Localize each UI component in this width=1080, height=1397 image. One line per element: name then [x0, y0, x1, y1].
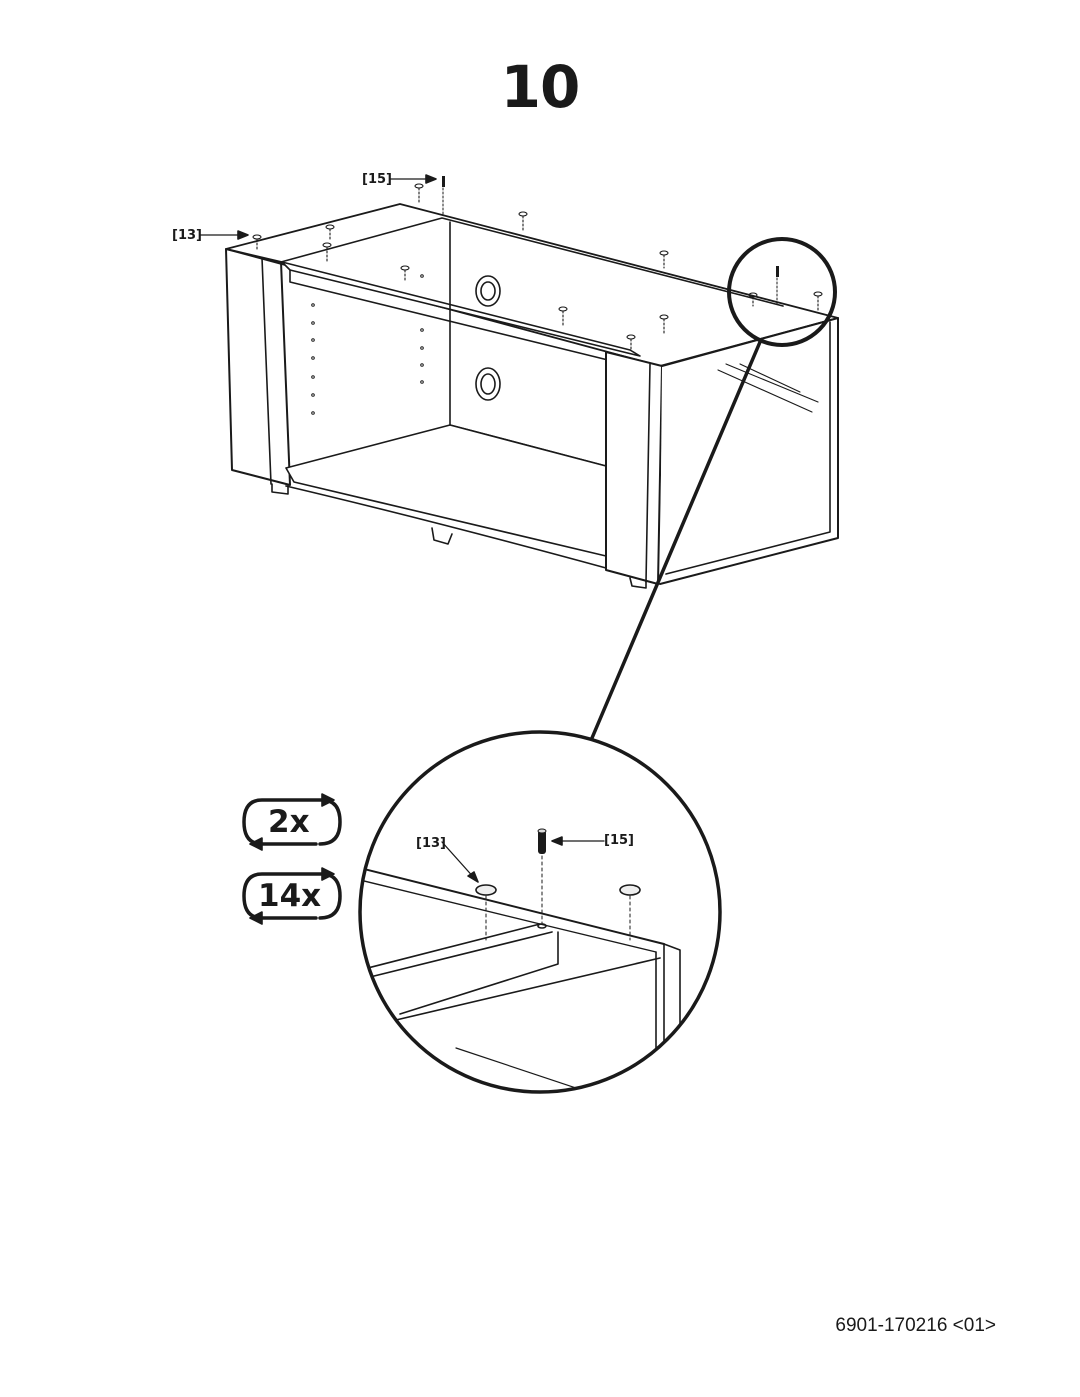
cam-lock-covers: [252, 183, 823, 351]
dowel-pin-right: [776, 266, 779, 277]
callout-part-13: [13]: [172, 228, 202, 243]
detail-dowel-pin: [538, 830, 546, 854]
foot-center: [431, 527, 453, 545]
foot-left: [271, 483, 289, 495]
detail-callout-part-13: [13]: [416, 836, 446, 851]
detail-dowel-pin-top: [537, 828, 547, 834]
cable-hole-top-inner: [480, 281, 496, 301]
repeat-count: 2x: [268, 804, 310, 840]
front-rail: [281, 261, 641, 357]
bottom-front-curve: [285, 485, 607, 569]
cable-hole-bottom: [475, 367, 501, 401]
detail-callout-part-15: [15]: [604, 833, 634, 848]
cable-hole-top: [475, 275, 501, 307]
arrow-part-13-head: [237, 230, 249, 240]
bottom-shelf: [285, 424, 607, 557]
quantity-badge: 14x: [242, 867, 342, 925]
detail-view: [360, 828, 681, 1092]
document-code: 6901-170216 <01>: [835, 1315, 996, 1336]
repeat-arrow-top: [321, 793, 335, 807]
quantity-count: 14x: [258, 878, 321, 914]
detail-arrow-15-head: [551, 836, 563, 846]
zoom-source-circle: [727, 237, 837, 347]
detail-cam-cover-left: [475, 884, 497, 896]
cabinet-illustration: [199, 174, 839, 589]
left-side-panel-edge: [261, 257, 272, 485]
zoom-connector-line: [590, 340, 762, 740]
right-side-panel-edge: [645, 363, 651, 583]
right-side-inner-edge: [665, 321, 831, 575]
front-rail-lower: [289, 269, 609, 361]
arrow-part-15-head: [425, 174, 437, 184]
callout-part-15: [15]: [362, 172, 392, 187]
repeat-arrow-bottom: [249, 837, 263, 851]
foot-right: [629, 577, 647, 589]
detail-circle: [358, 730, 722, 1094]
cable-hole-bottom-inner: [480, 373, 496, 395]
repeat-badge: 2x: [242, 793, 342, 851]
step-number: 10: [500, 53, 581, 121]
shelf-pin-holes: [311, 274, 424, 415]
dowel-pin-top: [442, 176, 445, 187]
quantity-arrow-top: [321, 867, 335, 881]
top-panel-inner-edge: [280, 217, 784, 307]
detail-cam-cover-right: [619, 884, 641, 896]
detail-top-edge: [360, 867, 665, 945]
detail-rail: [360, 923, 661, 1021]
detail-dowel-hole: [537, 923, 547, 929]
detail-inner-edge: [360, 879, 657, 953]
left-side-panel: [225, 248, 291, 486]
detail-arrow-13-head: [467, 871, 479, 883]
right-side-panel-side: [659, 317, 839, 585]
quantity-arrow-bottom: [249, 911, 263, 925]
right-side-panel-front: [605, 351, 663, 585]
detail-side-panel: [655, 943, 681, 1049]
